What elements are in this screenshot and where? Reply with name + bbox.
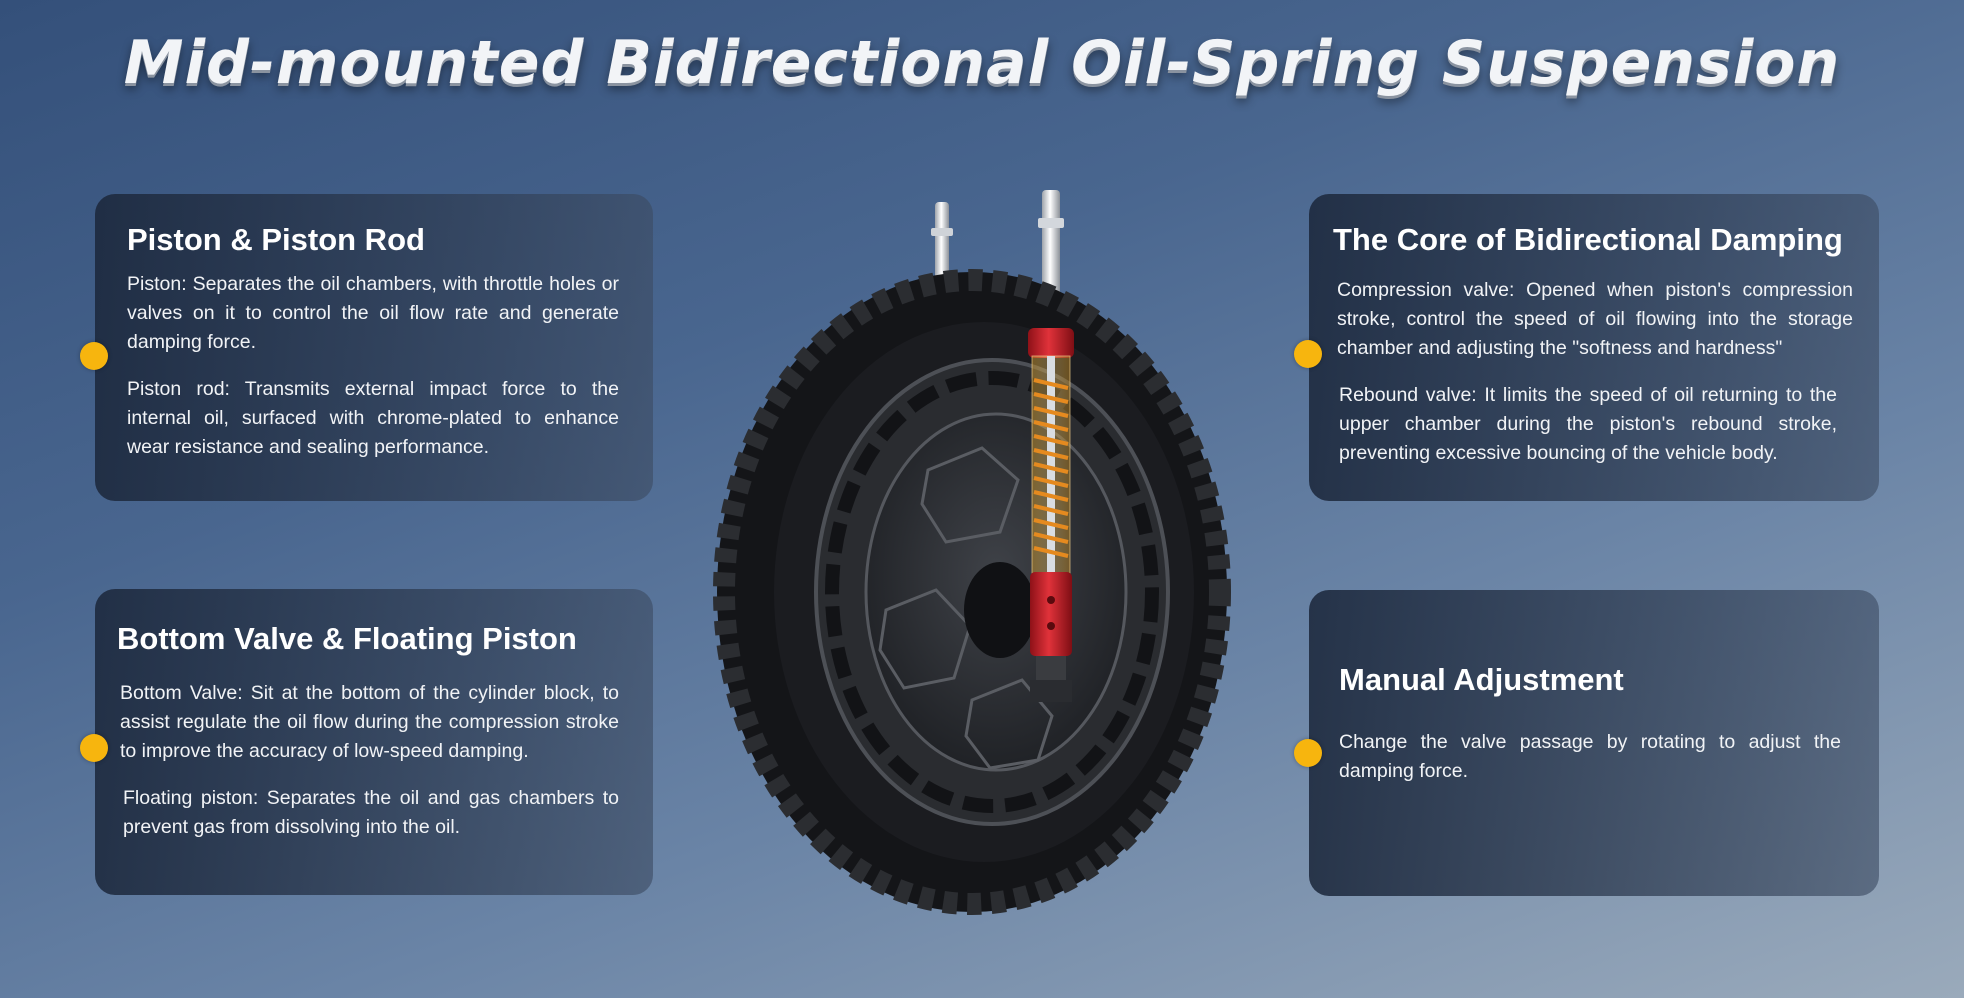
bullet-dot-icon bbox=[80, 342, 108, 370]
bullet-dot-icon bbox=[1294, 340, 1322, 368]
page-title: Mid-mounted Bidirectional Oil-Spring Sus… bbox=[123, 28, 1841, 98]
card-bottom-valve: Bottom Valve & Floating Piston Bottom Va… bbox=[95, 589, 653, 895]
wheel-suspension-illustration bbox=[700, 180, 1260, 950]
card-heading: The Core of Bidirectional Damping bbox=[1333, 222, 1843, 257]
card-text-rebound-valve: Rebound valve: It limits the speed of oi… bbox=[1339, 384, 1837, 464]
card-text-piston: Piston: Separates the oil chambers, with… bbox=[127, 273, 619, 353]
card-text-floating-piston: Floating piston: Separates the oil and g… bbox=[123, 787, 619, 838]
card-heading: Manual Adjustment bbox=[1339, 662, 1624, 697]
card-heading: Piston & Piston Rod bbox=[127, 222, 425, 257]
card-text-bottom-valve: Bottom Valve: Sit at the bottom of the c… bbox=[120, 682, 619, 762]
bullet-dot-icon bbox=[1294, 739, 1322, 767]
card-bidirectional-damping: The Core of Bidirectional Damping Compre… bbox=[1309, 194, 1879, 501]
card-heading: Bottom Valve & Floating Piston bbox=[117, 621, 577, 656]
bullet-dot-icon bbox=[80, 734, 108, 762]
card-piston-rod: Piston & Piston Rod Piston: Separates th… bbox=[95, 194, 653, 501]
card-text-compression-valve: Compression valve: Opened when piston's … bbox=[1337, 279, 1853, 359]
card-text-manual: Change the valve passage by rotating to … bbox=[1339, 731, 1841, 782]
card-manual-adjustment: Manual Adjustment Change the valve passa… bbox=[1309, 590, 1879, 896]
card-text-piston-rod: Piston rod: Transmits external impact fo… bbox=[127, 378, 619, 458]
wheel-hub-motor-icon bbox=[713, 190, 1231, 915]
